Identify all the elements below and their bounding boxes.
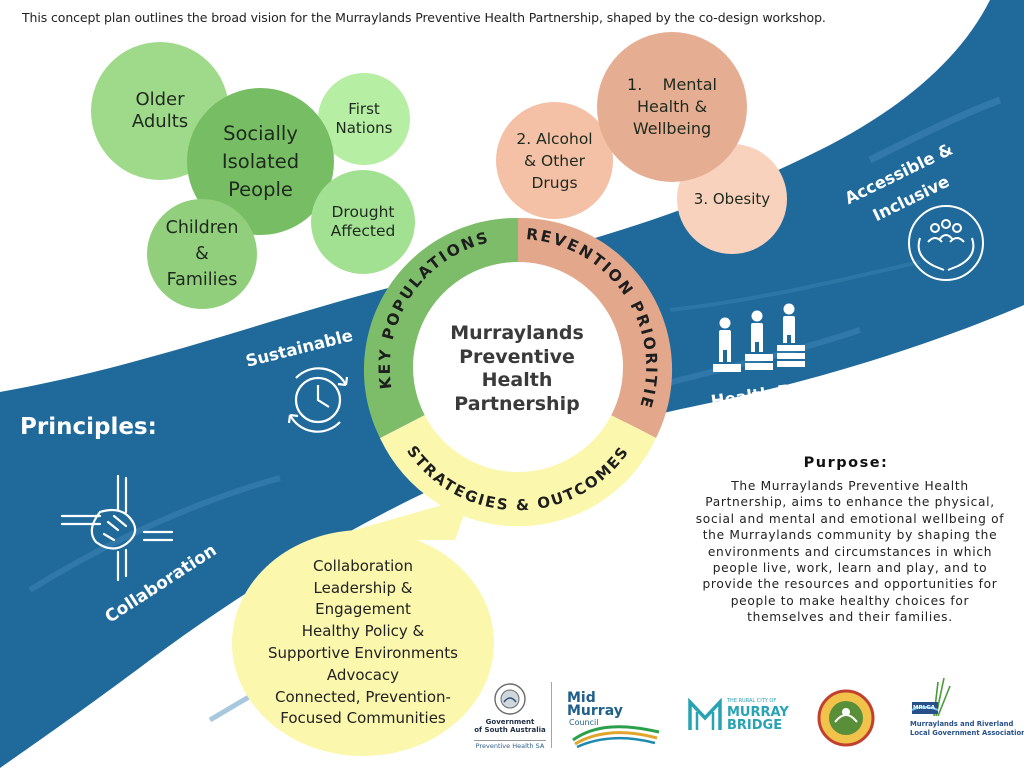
strategy-item: Engagement bbox=[315, 600, 411, 619]
recycle-clock-icon bbox=[287, 367, 349, 433]
bubble-children-families: Children&Families bbox=[147, 199, 257, 309]
strategy-item: Healthy Policy & bbox=[301, 622, 425, 641]
outcomes-pointer bbox=[320, 497, 470, 540]
joined-hands-icon bbox=[60, 474, 174, 582]
strategy-item: Connected, Prevention- bbox=[275, 687, 451, 706]
strategy-item: Focused Communities bbox=[280, 709, 446, 728]
sa-government-logo: Government of South Australia Preventive… bbox=[474, 682, 546, 752]
strategy-item: Collaboration bbox=[313, 556, 413, 575]
principles-heading: Principles: bbox=[20, 414, 157, 440]
intro-text: This concept plan outlines the broad vis… bbox=[22, 10, 826, 25]
strategies-outcomes-bubble: Collaboration Leadership & Engagement He… bbox=[232, 530, 494, 756]
mrlga-logo: MRLGA Murraylands and Riverland Local Go… bbox=[910, 676, 1024, 746]
purpose-title: Purpose: bbox=[803, 455, 889, 471]
murray-bridge-logo: THE RURAL CITY OF MURRAY BRIDGE bbox=[687, 696, 789, 736]
ring-center bbox=[413, 262, 623, 472]
logo-divider bbox=[551, 682, 552, 748]
podium-people-icon bbox=[713, 303, 805, 372]
karoonda-east-murray-logo bbox=[813, 688, 879, 748]
strategy-item: Leadership & bbox=[313, 578, 413, 597]
bubble-obesity: 3. Obesity bbox=[677, 144, 787, 254]
mid-murray-council-logo: Mid Murray Council bbox=[565, 690, 665, 748]
strategy-item: Advocacy bbox=[326, 665, 400, 684]
helping-hands-icon bbox=[908, 205, 984, 281]
strategy-item: Supportive Environments bbox=[268, 644, 458, 662]
purpose-text: The Murraylands Preventive Health Partne… bbox=[695, 479, 1005, 625]
center-title: Murraylands Preventive Health Partnershi… bbox=[450, 322, 584, 415]
